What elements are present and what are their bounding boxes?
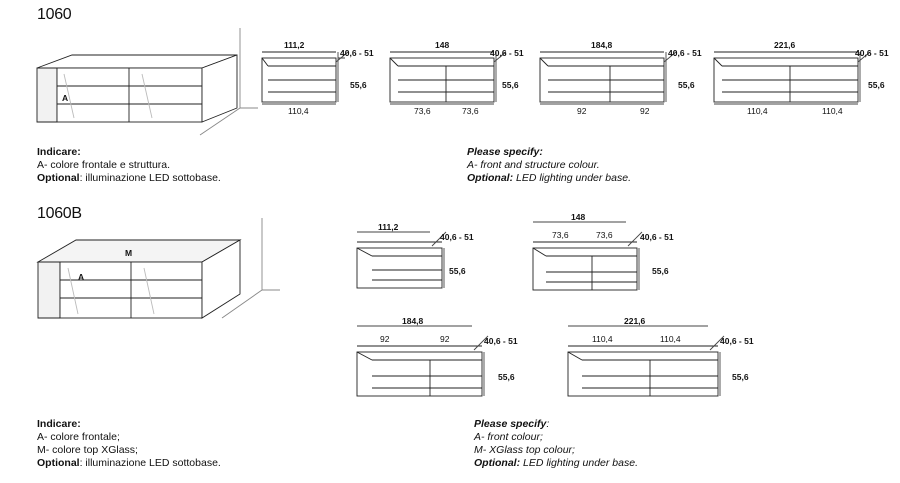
variant-1060b-2-depth: 40,6 - 51 (640, 232, 674, 242)
notes-en-title: Please specify: (467, 146, 543, 158)
notes-en-optional-text: LED lighting under base. (513, 172, 631, 184)
letter-a-1060: A (62, 93, 69, 103)
model-title-1060b: 1060B (37, 205, 82, 222)
variant-1060b-2 (532, 221, 643, 291)
notes-it-optional-label: Optional (37, 457, 80, 469)
variant-1060b-4-top-2: 110,4 (660, 334, 681, 344)
variant-1060-4-depth: 40,6 - 51 (855, 48, 889, 58)
variant-1060-3-depth: 40,6 - 51 (668, 48, 702, 58)
variant-1060-2-bottom-1: 73,6 (414, 106, 431, 116)
notes-en-title-suffix: : (546, 418, 550, 430)
notes-en-line1: A- front and structure colour. (467, 159, 600, 171)
notes-it-title: Indicare: (37, 146, 81, 158)
variant-1060b-3-width: 184,8 (402, 316, 424, 326)
notes-it-title: Indicare: (37, 418, 81, 430)
variant-1060b-1 (356, 231, 447, 289)
variant-1060-2-depth: 40,6 - 51 (490, 48, 524, 58)
variant-1060-3-height: 55,6 (678, 80, 695, 90)
variant-1060-1-depth: 40,6 - 51 (340, 48, 374, 58)
variant-1060b-3-top-2: 92 (440, 334, 450, 344)
variant-1060-4-bottom-1: 110,4 (747, 106, 768, 116)
variant-1060b-4 (567, 325, 725, 397)
variant-1060-4-bottom-2: 110,4 (822, 106, 843, 116)
notes-it-line1: A- colore frontale e struttura. (37, 159, 171, 171)
notes-en-line1: A- front colour; (474, 431, 543, 443)
notes-en-1060: Please specify: A- front and structure c… (467, 146, 631, 185)
variant-1060-4-width: 221,6 (774, 40, 796, 50)
variant-1060b-2-top-1: 73,6 (552, 230, 569, 240)
variant-1060b-3-height: 55,6 (498, 372, 515, 382)
notes-en-optional-text: LED lighting under base. (520, 457, 638, 469)
sideboard-1060-perspective (36, 28, 258, 136)
notes-it-line1: A- colore frontale; (37, 431, 120, 443)
variant-1060b-4-depth: 40,6 - 51 (720, 336, 754, 346)
variant-1060-2 (389, 51, 507, 105)
letter-a-1060b: A (78, 272, 85, 282)
variant-1060b-1-height: 55,6 (449, 266, 466, 276)
variant-1060-1-height: 55,6 (350, 80, 367, 90)
variant-1060-1-width: 111,2 (284, 40, 305, 50)
notes-en-1060b: Please specify: A- front colour; M- XGla… (474, 418, 638, 470)
variant-1060b-3-top-1: 92 (380, 334, 390, 344)
sideboard-1060b-perspective (36, 218, 280, 319)
notes-it-optional-text: : illuminazione LED sottobase. (79, 457, 221, 469)
variant-1060b-4-height: 55,6 (732, 372, 749, 382)
variant-1060-2-height: 55,6 (502, 80, 519, 90)
variant-1060-4 (713, 51, 871, 105)
variant-1060-3-bottom-2: 92 (640, 106, 650, 116)
variant-1060-3 (539, 51, 677, 105)
variant-1060b-1-width: 111,2 (378, 222, 399, 232)
notes-it-line2: M- colore top XGlass; (37, 444, 138, 456)
notes-en-line2: M- XGlass top colour; (474, 444, 575, 456)
model-title-1060: 1060 (37, 6, 72, 23)
variant-1060-3-bottom-1: 92 (577, 106, 587, 116)
notes-en-optional-label: Optional: (474, 457, 521, 469)
notes-it-optional-label: Optional (37, 172, 80, 184)
variant-1060b-1-depth: 40,6 - 51 (440, 232, 474, 242)
notes-en-optional-label: Optional: (467, 172, 514, 184)
notes-en-title: Please specify (474, 418, 547, 430)
variant-1060b-2-top-2: 73,6 (596, 230, 613, 240)
notes-it-optional-text: : illuminazione LED sottobase. (79, 172, 221, 184)
variant-1060b-4-top-1: 110,4 (592, 334, 613, 344)
variant-1060b-3-depth: 40,6 - 51 (484, 336, 518, 346)
variant-1060b-2-width: 148 (571, 212, 586, 222)
variant-1060-2-width: 148 (435, 40, 450, 50)
variant-1060-2-bottom-2: 73,6 (462, 106, 479, 116)
variant-1060-1 (261, 51, 349, 105)
variant-1060b-3 (356, 325, 489, 397)
variant-1060b-4-width: 221,6 (624, 316, 646, 326)
notes-it-1060: Indicare: A- colore frontale e struttura… (37, 146, 221, 185)
variant-1060b-2-height: 55,6 (652, 266, 669, 276)
letter-m-1060b: M (125, 248, 133, 258)
notes-it-1060b: Indicare: A- colore frontale; M- colore … (37, 418, 221, 470)
variant-1060-3-width: 184,8 (591, 40, 613, 50)
variant-1060-4-height: 55,6 (868, 80, 885, 90)
variant-1060-1-bottom-1: 110,4 (288, 106, 309, 116)
